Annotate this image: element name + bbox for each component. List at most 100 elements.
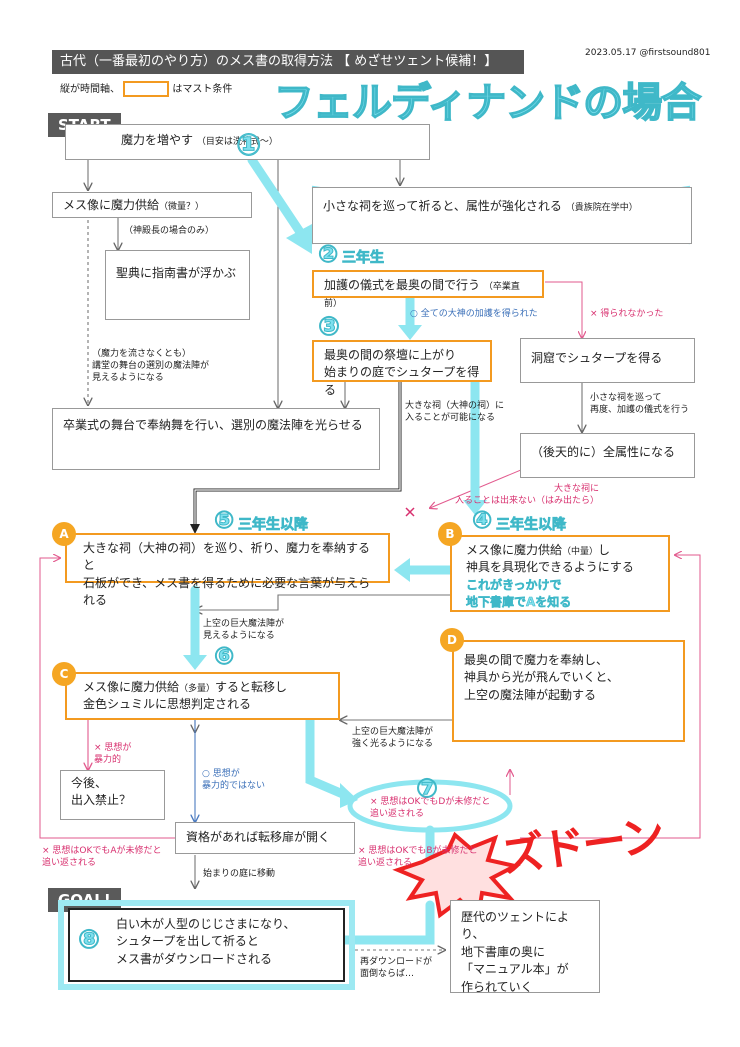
node-goal-line1: 白い木が人型のじじさまになり、 bbox=[116, 917, 296, 931]
note-sky-stronger-2: 強く光るようになる bbox=[352, 739, 434, 750]
node-protection-ritual-note: （卒業直前） bbox=[324, 282, 520, 310]
note-big-shrine-2: 入ることが可能になる bbox=[405, 413, 496, 424]
node-d-line3: 上空の魔法陣が起動する bbox=[464, 687, 597, 702]
note-redownload: 再ダウンロードが 面倒ならば… bbox=[360, 956, 432, 980]
legend-suffix: はマスト条件 bbox=[172, 84, 233, 95]
node-goal: 白い木が人型のじじさまになり、 シュタープを出して祈ると メス書がダウンロードさ… bbox=[68, 908, 345, 982]
node-protection-ritual-text: 加護の儀式を最奥の間で行う bbox=[324, 278, 481, 292]
node-cave-stab: 洞窟でシュタープを得る bbox=[520, 338, 695, 383]
node-manual-line4: 作られていく bbox=[461, 979, 533, 994]
node-a-line2: 石板ができ、メス書を得るために必要な言葉が与えられる bbox=[83, 575, 371, 608]
node-guide-book: 聖典に指南書が浮かぶ bbox=[105, 250, 250, 320]
node-qualification: 資格があれば転移扉が開く bbox=[175, 822, 355, 854]
step-number-4: ④ bbox=[471, 506, 493, 535]
note-redownload-2: 面倒ならば… bbox=[360, 969, 415, 980]
node-mes-supply-small-text: メス像に魔力供給 bbox=[63, 198, 160, 212]
node-a-line1: 大きな祠（大神の祠）を巡り、祈り、魔力を奉納すると bbox=[83, 541, 371, 573]
step-number-1: ① bbox=[235, 128, 262, 164]
case-title: フェルディナンドの場合 bbox=[273, 79, 702, 127]
note-a-missing-1: × 思想はOKでもAが未修だと bbox=[42, 846, 162, 856]
node-mana-note: （目安は洗礼式〜） bbox=[196, 137, 278, 147]
note-all-gods: ○ 全ての大神の加護を得られた bbox=[410, 309, 538, 319]
marker-d: D bbox=[440, 628, 464, 652]
marker-a: A bbox=[52, 522, 76, 546]
node-d-line2: 神具から光が飛んでいくと、 bbox=[464, 670, 619, 685]
note-re-ritual-1: 小さな祠を巡って bbox=[590, 393, 662, 403]
note-no-flow-3: 見えるようになる bbox=[92, 373, 164, 384]
node-a: 大きな祠（大神の祠）を巡り、祈り、魔力を奉納すると 石板ができ、メス書を得るため… bbox=[65, 533, 390, 607]
note-cannot-enter-2: 入ることは出来ない（はみ出たら） bbox=[455, 496, 600, 507]
node-b: メス像に魔力供給（中量）し 神具を具現化できるようにする これがきっかけで 地下… bbox=[450, 535, 670, 612]
node-c-line2: 金色シュミルに思想判定される bbox=[83, 697, 252, 712]
note-b-missing: × 思想はOKでもBが未修だと 追い返される bbox=[358, 845, 478, 869]
note-big-shrine-1: 大きな祠（大神の祠）に bbox=[405, 401, 505, 411]
note-redownload-1: 再ダウンロードが bbox=[360, 957, 433, 967]
note-b-missing-2: 追い返される bbox=[358, 858, 413, 869]
node-mana: 魔力を増やす （目安は洗礼式〜） bbox=[65, 124, 430, 160]
note-a-missing: × 思想はOKでもAが未修だと 追い返される bbox=[42, 845, 162, 869]
note-violent-2: 暴力的 bbox=[94, 755, 122, 766]
step-number-8: ⑧ bbox=[77, 925, 101, 956]
highlight-ellipse bbox=[347, 779, 513, 833]
note-move-garden: 始まりの庭に移動 bbox=[203, 869, 276, 879]
note-re-ritual-2: 再度、加護の儀式を行う bbox=[590, 405, 690, 416]
node-c: メス像に魔力供給（多量）すると転移し 金色シュミルに思想判定される bbox=[65, 672, 340, 720]
note-d-missing: × 思想はOKでもDが未修だと 追い返される bbox=[370, 796, 490, 820]
date-author: 2023.05.17 @firstsound801 bbox=[585, 48, 711, 58]
grade-label-4: 三年生以降 bbox=[496, 517, 567, 534]
note-sky-stronger: 上空の巨大魔法陣が 強く光るようになる bbox=[352, 726, 433, 750]
node-small-shrine: 小さな祠を巡って祈ると、属性が強化される （貴族院在学中） bbox=[312, 187, 692, 244]
note-sky-visible: 上空の巨大魔法陣が 見えるようになる bbox=[203, 618, 284, 642]
note-high-priest: （神殿長の場合のみ） bbox=[124, 226, 215, 236]
page-title: 古代（一番最初のやり方）のメス書の取得方法 【 めざせツェント候補！】 bbox=[52, 50, 524, 74]
goal-frame bbox=[58, 900, 355, 990]
node-mes-supply-small: メス像に魔力供給（微量？） bbox=[52, 192, 252, 218]
marker-c: C bbox=[52, 662, 76, 686]
note-b-missing-1: × 思想はOKでもBが未修だと bbox=[358, 846, 478, 856]
step-number-6: ⑥ bbox=[213, 642, 235, 671]
node-banned-line2: 出入禁止？ bbox=[71, 793, 132, 808]
node-manual-line2: 地下書庫の奥に bbox=[461, 944, 546, 959]
note-a-missing-2: 追い返される bbox=[42, 858, 97, 869]
node-manual: 歴代のツェントにより、 地下書庫の奥に 「マニュアル本」が 作られていく bbox=[450, 900, 600, 994]
node-altar-line2: 始まりの庭でシュタープを得る bbox=[324, 365, 480, 397]
note-sky-visible-1: 上空の巨大魔法陣が bbox=[203, 619, 285, 629]
legend: 縦が時間軸、 はマスト条件 bbox=[60, 80, 232, 97]
step-number-2: ② bbox=[317, 240, 339, 269]
note-nonviolent: ○ 思想が 暴力的ではない bbox=[202, 768, 265, 792]
node-c-line1: メス像に魔力供給（多量）すると転移し bbox=[83, 679, 328, 696]
note-d-missing-1: × 思想はOKでもDが未修だと bbox=[370, 797, 491, 807]
node-manual-line1: 歴代のツェントにより、 bbox=[461, 910, 570, 942]
node-d-line1: 最奥の間で魔力を奉納し、 bbox=[464, 653, 609, 667]
step-number-7: ⑦ bbox=[415, 774, 439, 805]
node-c-line1a: メス像に魔力供給 bbox=[83, 680, 180, 694]
node-b-line1: メス像に魔力供給（中量）し bbox=[466, 542, 658, 559]
node-b-line1-note: （中量） bbox=[562, 547, 599, 557]
marker-b: B bbox=[438, 522, 462, 546]
note-nonviolent-1: ○ 思想が bbox=[202, 769, 240, 779]
note-sky-visible-2: 見えるようになる bbox=[203, 631, 275, 642]
node-b-highlight1: これがきっかけで bbox=[466, 577, 562, 593]
note-sky-stronger-1: 上空の巨大魔法陣が bbox=[352, 727, 434, 737]
node-banned: 今後、 出入禁止？ bbox=[60, 770, 165, 820]
node-acquired-all: （後天的に）全属性になる bbox=[520, 433, 695, 478]
node-d: 最奥の間で魔力を奉納し、 神具から光が飛んでいくと、 上空の魔法陣が起動する bbox=[452, 640, 685, 742]
node-b-highlight2: 地下書庫でAを知る bbox=[466, 595, 572, 610]
step-number-5: ⑤ bbox=[213, 506, 235, 535]
grade-label-5: 三年生以降 bbox=[238, 517, 309, 534]
node-altar-line1: 最奥の間の祭壇に上がり bbox=[324, 348, 457, 362]
node-b-line2: 神具を具現化できるようにする bbox=[466, 560, 634, 575]
legend-prefix: 縦が時間軸、 bbox=[60, 84, 120, 95]
node-mes-supply-small-note: （微量？） bbox=[159, 202, 205, 212]
note-not-obtained: × 得られなかった bbox=[590, 309, 664, 319]
node-banned-line1: 今後、 bbox=[71, 776, 108, 790]
node-small-shrine-note: （貴族院在学中） bbox=[565, 203, 638, 213]
note-no-flow-1: （魔力を流さなくとも） bbox=[92, 349, 192, 359]
note-violent-1: × 思想が bbox=[94, 743, 132, 753]
node-altar: 最奥の間の祭壇に上がり 始まりの庭でシュタープを得る bbox=[312, 340, 492, 397]
node-manual-line3: 「マニュアル本」が bbox=[461, 962, 569, 977]
explosion-icon bbox=[392, 831, 521, 923]
note-d-missing-2: 追い返される bbox=[370, 809, 425, 820]
note-violent: × 思想が 暴力的 bbox=[94, 742, 131, 766]
note-no-flow-2: 講堂の舞台の選別の魔法陣が bbox=[92, 361, 210, 372]
